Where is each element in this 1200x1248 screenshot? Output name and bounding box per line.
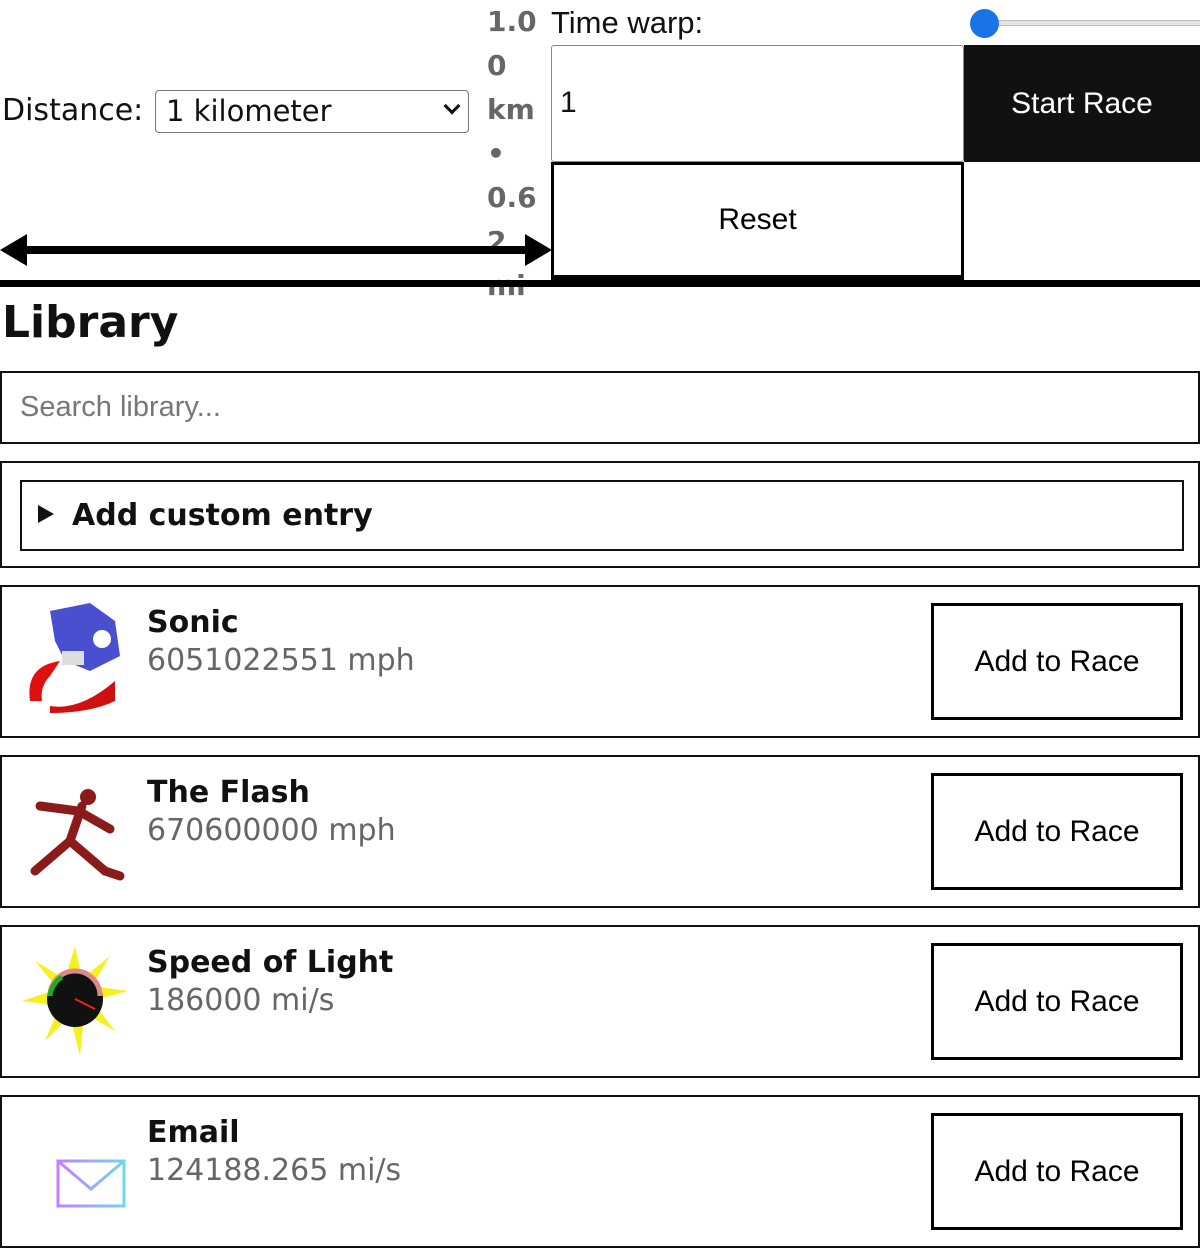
library-title: Library <box>2 297 179 348</box>
time-warp-label: Time warp: <box>551 5 704 40</box>
library-item: Sonic 6051022551 mph Add to Race <box>0 585 1200 738</box>
start-race-button[interactable]: Start Race <box>964 45 1200 162</box>
distance-arrow-icon <box>0 234 552 266</box>
add-custom-entry-toggle[interactable]: Add custom entry <box>20 480 1184 551</box>
custom-entry-panel: Add custom entry <box>0 461 1200 568</box>
email-icon <box>22 1159 126 1208</box>
flash-icon <box>30 789 125 881</box>
item-name: Sonic <box>147 605 239 640</box>
reset-button[interactable]: Reset <box>551 162 964 280</box>
divider <box>0 280 1200 287</box>
distance-select[interactable]: 1 kilometer <box>155 90 469 133</box>
distance-select-value: 1 kilometer <box>166 94 332 128</box>
chevron-down-icon <box>443 97 461 115</box>
add-to-race-button[interactable]: Add to Race <box>931 603 1183 720</box>
item-speed: 124188.265 mi/s <box>147 1153 402 1188</box>
add-to-race-button[interactable]: Add to Race <box>931 1113 1183 1230</box>
slider-thumb[interactable] <box>970 9 999 38</box>
custom-entry-label: Add custom entry <box>72 498 373 533</box>
add-to-race-button[interactable]: Add to Race <box>931 773 1183 890</box>
slider-track <box>980 20 1200 26</box>
item-speed: 6051022551 mph <box>147 643 415 678</box>
sonic-icon <box>29 603 120 713</box>
search-input[interactable]: Search library... <box>0 371 1200 444</box>
speedometer-icon <box>22 946 128 1056</box>
disclosure-triangle-icon <box>38 504 54 523</box>
library-item: Speed of Light 186000 mi/s Add to Race <box>0 925 1200 1078</box>
library-item: Email 124188.265 mi/s Add to Race <box>0 1095 1200 1248</box>
item-name: Speed of Light <box>147 945 394 980</box>
item-name: The Flash <box>147 775 310 810</box>
time-warp-input[interactable]: 1 <box>551 45 964 162</box>
add-to-race-button[interactable]: Add to Race <box>931 943 1183 1060</box>
distance-label: Distance: <box>2 93 144 128</box>
item-speed: 670600000 mph <box>147 813 396 848</box>
library-item: The Flash 670600000 mph Add to Race <box>0 755 1200 908</box>
item-name: Email <box>147 1115 240 1150</box>
item-speed: 186000 mi/s <box>147 983 335 1018</box>
time-warp-slider[interactable] <box>970 8 1200 38</box>
